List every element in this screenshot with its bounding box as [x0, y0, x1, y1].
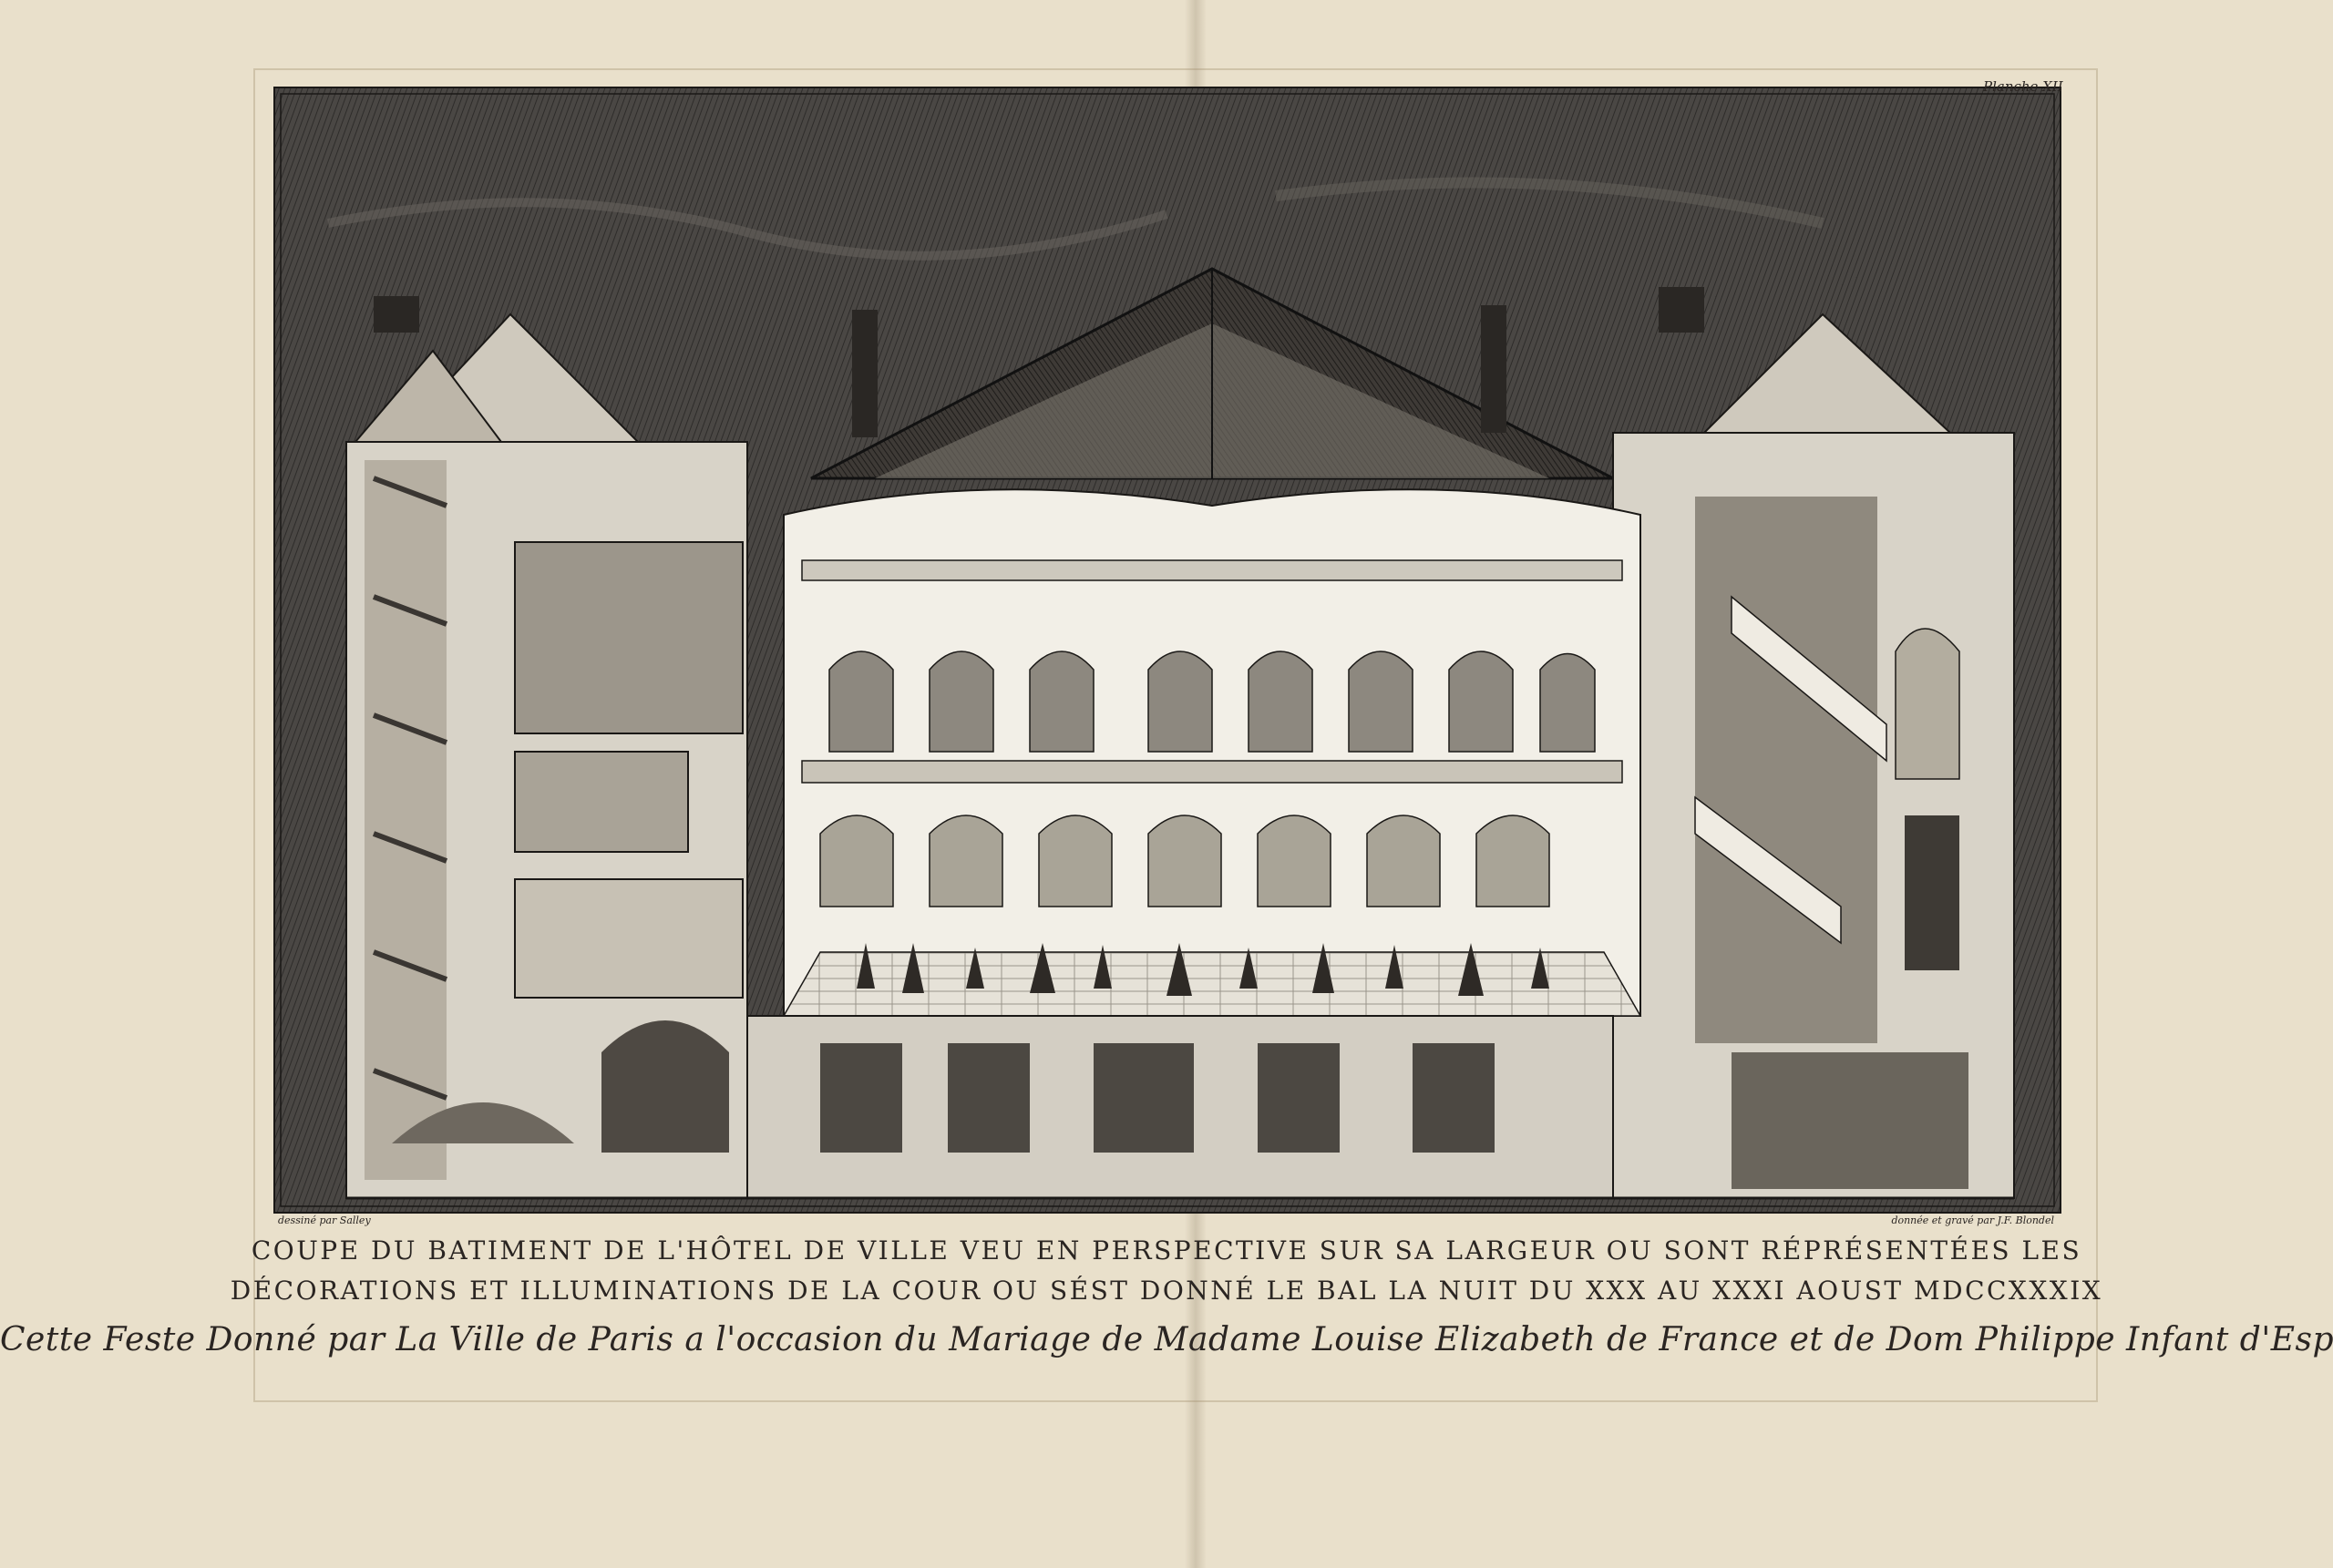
- cellar-level: [346, 1015, 2014, 1200]
- caption-title-line-2: DÉCORATIONS ET ILLUMINATIONS DE LA COUR …: [230, 1276, 2103, 1306]
- plate-number: Planche XII: [1983, 78, 2063, 95]
- engraver-credit: donnée et gravé par J.F. Blondel: [1891, 1214, 2054, 1226]
- central-roof: [810, 267, 1614, 480]
- engraving-illustration: [273, 87, 2061, 1214]
- chimneys: [374, 287, 1704, 437]
- caption-subtitle: Cette Feste Donné par La Ville de Paris …: [0, 1321, 2333, 1358]
- artist-credit: dessiné par Salley: [278, 1214, 371, 1226]
- upper-arcade: [828, 651, 1596, 753]
- courtyard-ballroom: [782, 488, 1642, 1017]
- caption-title-line-1: COUPE DU BATIMENT DE L'HÔTEL DE VILLE VE…: [251, 1235, 2082, 1266]
- plate-mark: [253, 68, 2098, 1402]
- left-wing: [345, 313, 748, 1199]
- lower-arcade: [819, 815, 1550, 907]
- dancing-crowd: [857, 943, 1549, 996]
- right-wing: [1612, 313, 2015, 1199]
